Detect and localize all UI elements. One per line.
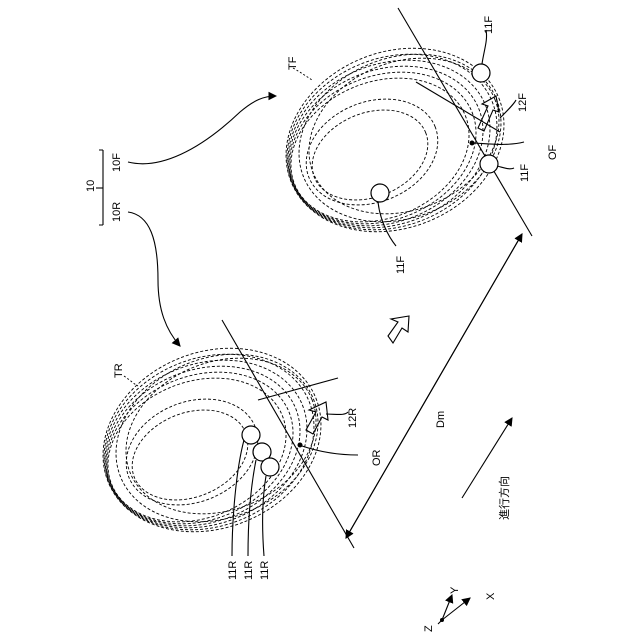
leader-11R-3 bbox=[263, 476, 266, 556]
label-direction: 進行方向 bbox=[497, 476, 511, 520]
label-12R: 12R bbox=[347, 408, 359, 428]
label-axis-y: Y bbox=[449, 586, 461, 594]
label-axis-x: X bbox=[485, 592, 497, 600]
rear-marker-arrow bbox=[306, 402, 328, 434]
label-OR: OR bbox=[371, 449, 383, 466]
arrow-10R-to-TR bbox=[128, 212, 180, 346]
front-center-point bbox=[470, 141, 475, 146]
label-axis-z: Z bbox=[423, 625, 435, 632]
distance-line-reverse bbox=[346, 234, 522, 538]
movement-arrow bbox=[388, 316, 409, 343]
rear-tire bbox=[75, 316, 349, 563]
front-tire bbox=[258, 16, 532, 263]
leader-11F-top bbox=[482, 30, 487, 64]
arrow-10F-to-TF bbox=[128, 96, 276, 164]
label-10F: 10F bbox=[111, 153, 123, 172]
leader-11R-1 bbox=[232, 440, 244, 556]
leader-OR bbox=[302, 446, 358, 455]
front-tire-axis-lines bbox=[398, 8, 532, 236]
leader-11F-bottom bbox=[497, 166, 514, 169]
label-group-10: 10 bbox=[85, 180, 97, 192]
label-12F: 12F bbox=[517, 93, 529, 112]
label-11R-2: 11R bbox=[243, 561, 255, 580]
label-11R-1: 11R bbox=[227, 561, 239, 580]
rear-center-point bbox=[298, 443, 303, 448]
label-TF: TF bbox=[287, 56, 299, 70]
axis-triad bbox=[438, 595, 470, 624]
front-sensor-inner bbox=[371, 184, 389, 202]
leader-TR bbox=[124, 376, 138, 386]
axis-origin bbox=[440, 618, 444, 622]
leader-11R-2 bbox=[248, 460, 256, 556]
label-TR: TR bbox=[113, 363, 125, 378]
label-OF: OF bbox=[547, 144, 559, 160]
label-Dm: Dm bbox=[435, 411, 447, 428]
front-sensor-bottom bbox=[480, 155, 498, 173]
rear-sensor-3 bbox=[261, 458, 279, 476]
label-10R: 10R bbox=[111, 202, 123, 222]
rear-sensor-1 bbox=[242, 426, 260, 444]
label-11F-inner: 11F bbox=[395, 256, 407, 274]
label-11R-3: 11R bbox=[259, 561, 271, 580]
front-sensor-top bbox=[472, 64, 490, 82]
label-11F-bottom: 11F bbox=[519, 164, 531, 182]
leader-12R bbox=[326, 412, 348, 415]
front-vertical-line bbox=[398, 8, 532, 236]
label-11F-top: 11F bbox=[483, 16, 495, 34]
